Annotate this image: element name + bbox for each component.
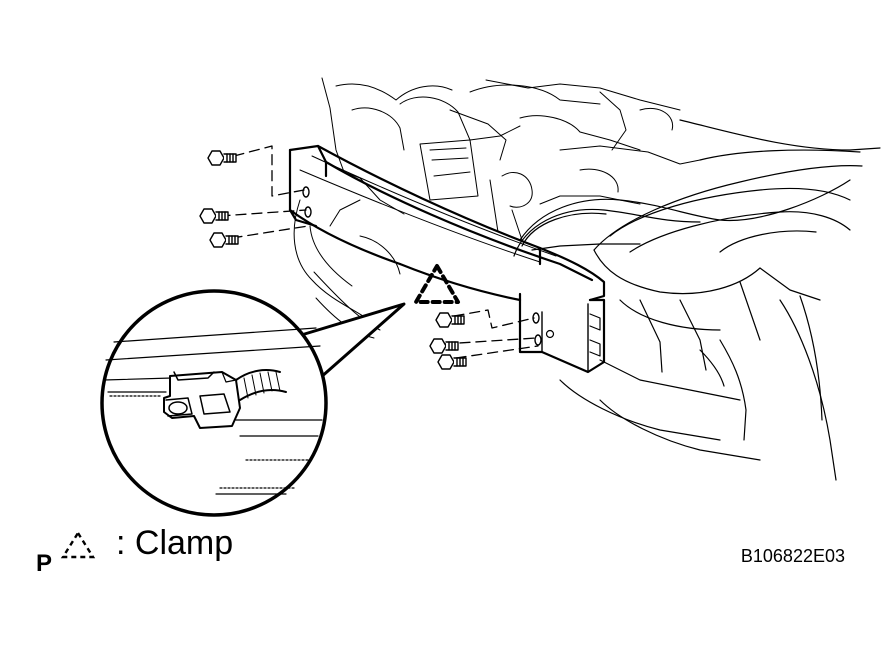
detail-callout bbox=[100, 289, 406, 517]
dashed-triangle-clamp-icon bbox=[60, 530, 96, 559]
engine-compartment-sketch bbox=[293, 77, 701, 339]
bolts-left-group bbox=[199, 150, 239, 248]
clamp-marker-icon bbox=[414, 264, 460, 304]
bolt-alignment-lines bbox=[219, 145, 539, 359]
bumper-reinforcement-beam bbox=[288, 144, 606, 374]
clamp-detail-sketch bbox=[103, 327, 323, 495]
figure-code: B106822E03 bbox=[740, 546, 845, 566]
bolt-icon bbox=[429, 338, 459, 354]
bolt-icon bbox=[209, 232, 239, 248]
bolts-right-group bbox=[429, 312, 467, 370]
bolt-icon bbox=[437, 354, 467, 370]
bolt-icon bbox=[199, 208, 229, 224]
legend-marker-p: P bbox=[36, 550, 53, 577]
legend-clamp-label: : Clamp bbox=[116, 524, 234, 562]
headlight-fender-sketch bbox=[513, 119, 881, 481]
bolt-icon bbox=[435, 312, 465, 328]
bolt-icon bbox=[207, 150, 237, 166]
